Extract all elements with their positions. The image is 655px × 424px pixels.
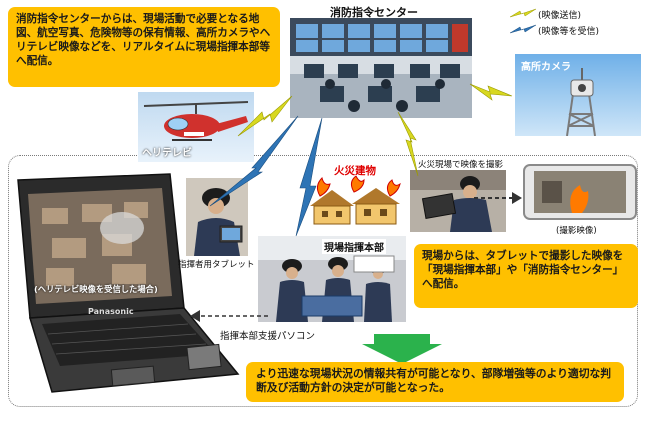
receive-bolt-icon <box>510 24 536 34</box>
tablet-capture-label: 火災現場で映像を撮影 <box>418 160 504 170</box>
bolt-center-to-hq <box>295 117 323 237</box>
high-camera-graphic <box>515 54 641 136</box>
fire-building-graphic <box>310 176 401 225</box>
laptop-brand: Panasonic <box>88 307 134 316</box>
command-center-title: 消防指令センター <box>330 6 418 19</box>
captured-tablet-graphic <box>523 164 637 220</box>
bolt-camera-to-center <box>469 83 513 101</box>
command-center-photo <box>290 18 472 118</box>
callout-result: より迅速な現場状況の情報共有が可能となり、部隊増強等のより適切な判断及び活動方針… <box>246 362 624 402</box>
high-camera-photo: 高所カメラ <box>515 54 641 136</box>
heli-tv-label: ヘリテレビ <box>142 148 192 159</box>
field-hq-label: 現場指揮本部 <box>322 239 386 254</box>
pc-support-label: 指揮本部支援パソコン <box>220 331 316 342</box>
laptop-screen-caption: (ヘリテレビ映像を受信した場合) <box>34 284 158 294</box>
bolt-center-to-laptop <box>209 115 299 207</box>
fire-building-label: 火災建物 <box>334 165 376 177</box>
commander-tablet-photo <box>186 178 248 256</box>
capture-image-label: (撮影映像) <box>556 226 597 236</box>
pc-support-arrow-icon <box>190 310 268 322</box>
command-center-photo-graphic <box>290 18 472 118</box>
helicopter-graphic <box>138 92 254 162</box>
tablet-capture-photo <box>410 170 506 232</box>
capture-arrow-icon <box>474 192 522 204</box>
callout-field: 現場からは、タブレットで撮影した映像を「現場指揮本部」や「消防指令センター」へ配… <box>414 244 638 308</box>
send-bolt-icon <box>510 8 536 18</box>
legend-send-label: (映像送信) <box>538 11 582 21</box>
callout-command-center-text: 消防指令センターからは、現場活動で必要となる地図、航空写真、危険物等の保有情報、… <box>16 13 271 67</box>
callout-field-text: 現場からは、タブレットで撮影した映像を「現場指揮本部」や「消防指令センター」へ配… <box>422 250 624 290</box>
commander-graphic <box>186 178 248 256</box>
captured-tablet-photo <box>522 163 638 221</box>
high-camera-label: 高所カメラ <box>521 62 571 73</box>
bolt-tablet-to-center <box>397 111 419 177</box>
commander-tablet-label: 指揮者用タブレット <box>178 260 255 270</box>
result-arrow-icon <box>362 334 442 364</box>
tablet-capture-graphic <box>410 170 506 232</box>
legend-receive-label: (映像等を受信) <box>538 27 600 37</box>
legend: (映像送信) (映像等を受信) <box>510 6 630 40</box>
callout-result-text: より迅速な現場状況の情報共有が可能となり、部隊増強等のより適切な判断及び活動方針… <box>256 367 612 395</box>
callout-command-center: 消防指令センターからは、現場活動で必要となる地図、航空写真、危険物等の保有情報、… <box>8 7 280 87</box>
helicopter-photo: ヘリテレビ <box>138 92 254 162</box>
bolt-heli-to-center <box>237 95 293 137</box>
laptop-graphic <box>17 173 240 393</box>
